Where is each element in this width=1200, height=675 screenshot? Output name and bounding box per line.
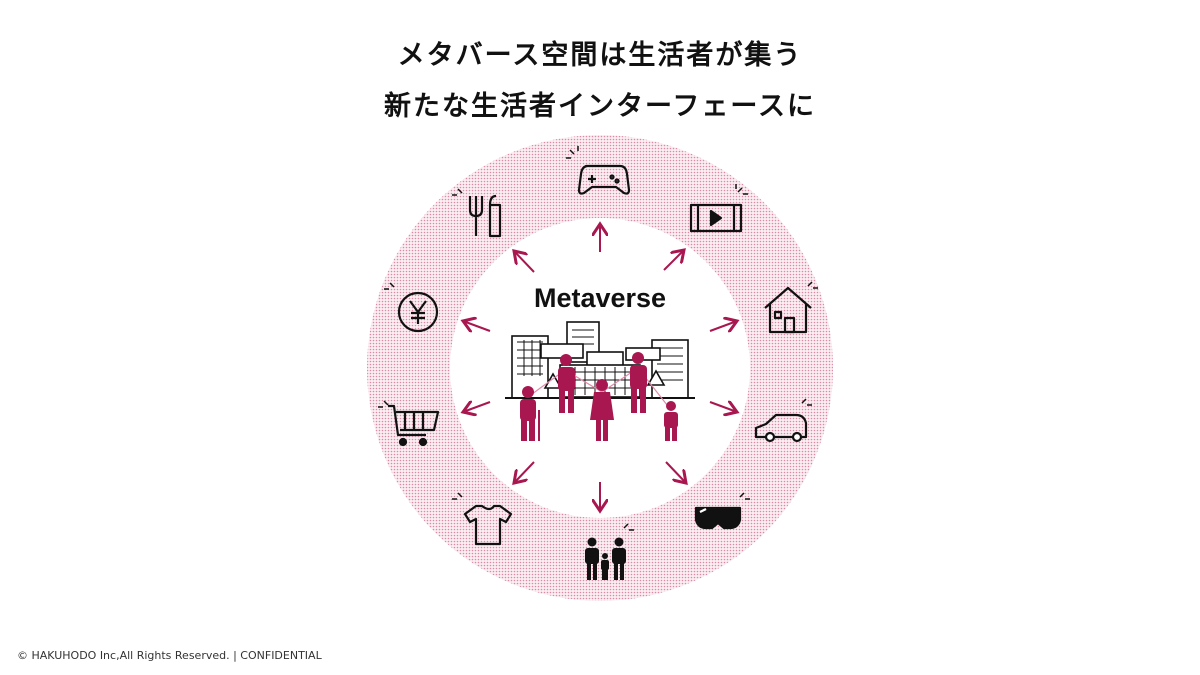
- house-icon: [764, 286, 812, 334]
- copyright-footer: © HAKUHODO Inc,All Rights Reserved. | CO…: [17, 649, 322, 662]
- game-controller-icon: [577, 164, 631, 195]
- video-film-icon: [689, 203, 743, 233]
- arrow-ne: [663, 250, 684, 271]
- arrow-e-lower: [709, 402, 737, 412]
- person-child: [664, 401, 678, 441]
- sparkle-marks: [378, 146, 818, 531]
- family-icon: [585, 537, 626, 580]
- shirt-icon: [463, 504, 513, 546]
- arrow-se: [665, 461, 686, 483]
- metaverse-label: Metaverse: [533, 283, 667, 313]
- person-elderly: [520, 386, 540, 441]
- vr-goggles-icon: [694, 506, 742, 530]
- person-man-glasses: [630, 352, 647, 413]
- title-line-2: 新たな生活者インターフェースに: [383, 91, 817, 122]
- person-woman: [590, 379, 614, 441]
- yen-icon: [397, 291, 439, 333]
- arrow-sw: [514, 461, 535, 483]
- arrow-nw: [514, 251, 535, 273]
- arrows: [463, 224, 737, 511]
- car-icon: [754, 413, 808, 443]
- people-group: [520, 352, 678, 441]
- title-line-1: メタバース空間は生活者が集う: [397, 40, 803, 71]
- person-man: [558, 354, 575, 413]
- arrow-w-lower: [463, 402, 491, 412]
- cutlery-icon: [468, 194, 502, 238]
- arrow-w-upper: [463, 321, 491, 331]
- arrow-e-upper: [709, 321, 737, 331]
- shopping-cart-icon: [388, 404, 440, 447]
